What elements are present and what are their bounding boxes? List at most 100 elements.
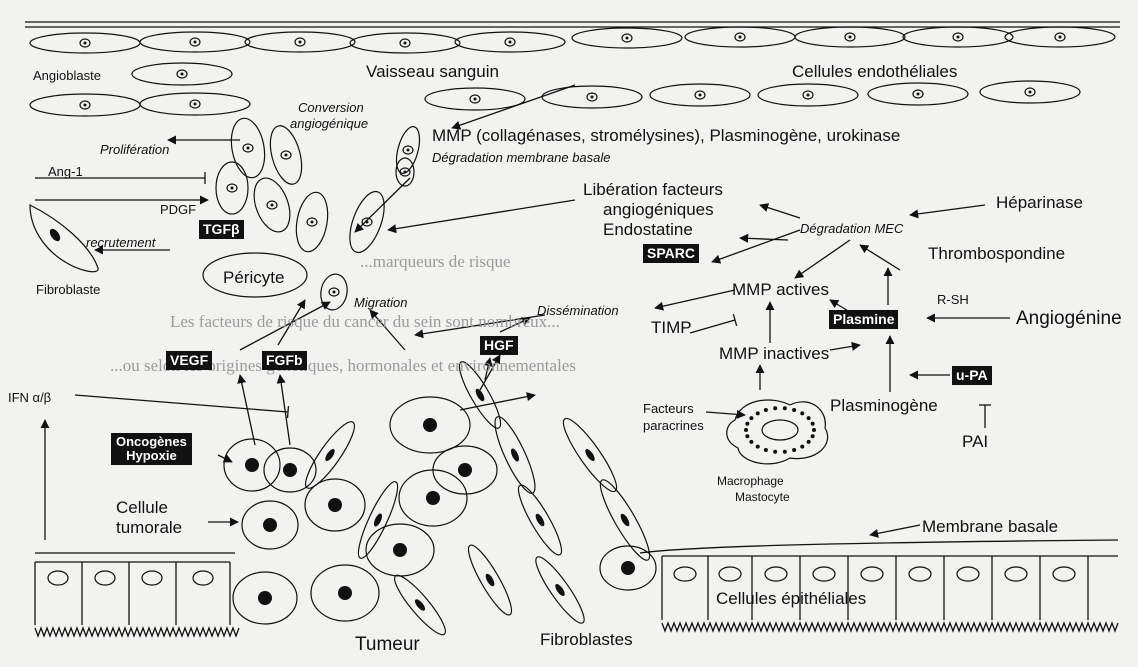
mmp-proteases-label: MMP (collagénases, stromélysines), Plasm…: [432, 126, 900, 146]
mastocyte-granule: [756, 411, 760, 415]
epithelial-nucleus: [193, 571, 213, 585]
mastocyte-granule: [749, 416, 753, 420]
ifn-inhibit-bar: [288, 406, 289, 418]
tumour-cell-nucleus: [393, 543, 407, 557]
microvilli-right: [662, 623, 1118, 631]
thrombospondine-label: Thrombospondine: [928, 244, 1065, 264]
epithelial-nucleus: [719, 567, 741, 581]
arrow-membrane-basale: [870, 525, 920, 535]
r-sh-label: R-SH: [937, 292, 969, 307]
arrow-mec-to-sparc: [712, 230, 800, 262]
endothelial-nucleus-core: [626, 37, 629, 40]
angiogenique-label: angiogénique: [290, 116, 368, 131]
arrow-degradation-to-sprout: [355, 178, 410, 232]
epithelial-nucleus: [861, 567, 883, 581]
tumorale-label: tumorale: [116, 518, 182, 538]
timp-label: TIMP: [651, 318, 692, 338]
liberation-facteurs-label: Libération facteurs: [583, 180, 723, 200]
degradation-mec-label: Dégradation MEC: [800, 221, 903, 236]
tgfb-box: TGFβ: [199, 220, 244, 239]
plasminogene-label: Plasminogène: [830, 396, 938, 416]
tumour-cell-nucleus: [426, 491, 440, 505]
sprouting-cell-nucleus-core: [311, 221, 314, 224]
proliferation-label: Prolifération: [100, 142, 169, 157]
stromal-fibroblast-nucleus: [584, 448, 597, 463]
arrow-mec-to-liberation: [760, 205, 800, 218]
macrophage-cell: [727, 400, 828, 464]
upa-box: u-PA: [952, 366, 992, 385]
hgf-box: HGF: [480, 336, 518, 355]
epithelial-nucleus: [1053, 567, 1075, 581]
cellules-endotheliales-label: Cellules endothéliales: [792, 62, 957, 82]
oncogenes-text: Oncogènes: [116, 435, 187, 449]
cellule-label: Cellule: [116, 498, 168, 518]
mastocyte-granule: [745, 422, 749, 426]
endothelial-nucleus-core: [957, 36, 960, 39]
tumour-cell-nucleus: [338, 586, 352, 600]
stromal-fibroblast-nucleus: [619, 512, 631, 527]
endothelial-nucleus-core: [699, 94, 702, 97]
endothelial-nucleus-core: [404, 42, 407, 45]
mastocyte-granule: [745, 434, 749, 438]
stromal-fibroblast-nucleus: [484, 572, 496, 587]
pai-label: PAI: [962, 432, 988, 452]
tumour-cell-nucleus: [283, 463, 297, 477]
migrating-cell-nucleus: [621, 561, 635, 575]
vegf-box: VEGF: [166, 351, 212, 370]
sprouting-cell-nucleus-core: [231, 187, 234, 190]
mastocyte-granule: [764, 408, 768, 412]
endothelial-nucleus-core: [194, 103, 197, 106]
stromal-fibroblast-nucleus: [534, 512, 546, 527]
hypoxie-text: Hypoxie: [116, 449, 187, 463]
mastocyte-granule: [812, 428, 816, 432]
endostatine-label: Endostatine: [603, 220, 693, 240]
epithelial-nucleus: [909, 567, 931, 581]
endothelial-nucleus-core: [299, 41, 302, 44]
arrow-mmp-actives-to-mec: [795, 240, 850, 278]
ifn-inhibit: [75, 395, 288, 412]
sprouting-cell-nucleus-core: [247, 147, 250, 150]
epithelial-nucleus: [48, 571, 68, 585]
mastocyte-granule: [792, 408, 796, 412]
endothelial-nucleus-core: [84, 104, 87, 107]
sprouting-cell-nucleus-core: [333, 291, 336, 294]
dissemination-label: Dissémination: [537, 303, 619, 318]
fgfb-box: FGFb: [262, 351, 307, 370]
migration-label: Migration: [354, 295, 407, 310]
macrophage-label: Macrophage: [717, 474, 784, 488]
endothelial-nucleus-core: [1059, 36, 1062, 39]
sprouting-cell-nucleus-core: [407, 149, 410, 152]
sprouting-cell-nucleus-core: [271, 204, 274, 207]
endothelial-nucleus-core: [807, 94, 810, 97]
endothelial-nucleus-core: [474, 98, 477, 101]
mastocyte-granule: [756, 445, 760, 449]
mastocyte-granule: [744, 428, 748, 432]
conversion-label: Conversion: [298, 100, 364, 115]
mastocyte-label: Mastocyte: [735, 490, 790, 504]
epithelial-nucleus: [95, 571, 115, 585]
angiogenine-label: Angiogénine: [1016, 308, 1122, 330]
endothelial-nucleus-core: [1029, 91, 1032, 94]
oncogenes-hypoxie-box: Oncogènes Hypoxie: [111, 433, 192, 465]
fibroblaste-label: Fibroblaste: [36, 282, 100, 297]
mastocyte-granule: [807, 416, 811, 420]
cellules-epitheliales-label: Cellules épithéliales: [716, 589, 866, 609]
mastocyte-granule: [749, 440, 753, 444]
ifn-label: IFN α/β: [8, 390, 51, 405]
mmp-actives-label: MMP actives: [732, 280, 829, 300]
plasmine-box: Plasmine: [829, 310, 898, 329]
fibroblaste-nucleus: [48, 227, 63, 243]
vaisseau-sanguin-label: Vaisseau sanguin: [366, 62, 499, 82]
epithelial-nucleus: [957, 567, 979, 581]
endothelial-nucleus-core: [591, 96, 594, 99]
fibroblastes-label: Fibroblastes: [540, 630, 633, 650]
paracrines-label: paracrines: [643, 418, 704, 433]
mastocyte-granule: [783, 406, 787, 410]
sprouting-cell-nucleus-core: [404, 171, 407, 174]
tumour-cell-nucleus: [245, 458, 259, 472]
tumour-cell-nucleus: [458, 463, 472, 477]
arrow-mec-to-endostatine: [740, 238, 788, 240]
pericyte-label: Péricyte: [223, 268, 284, 288]
